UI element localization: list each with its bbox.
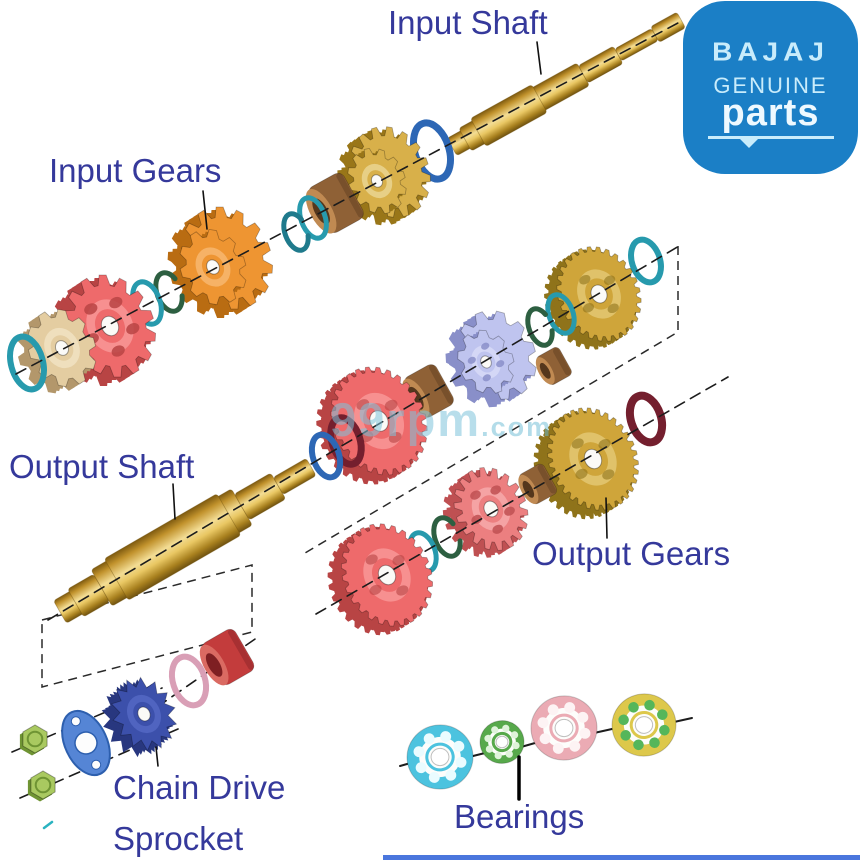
badge-genuine-text: GENUINE — [713, 73, 828, 99]
output-gear-brass-2 — [533, 407, 639, 520]
spacer-collar-red — [199, 628, 255, 686]
leader-input-gears — [202, 190, 208, 230]
input-gear-beige — [17, 308, 97, 394]
small-bushing — [535, 347, 572, 385]
leader-output-shaft — [172, 483, 176, 520]
leader-output-gears — [605, 497, 608, 539]
badge-parts-text: parts — [721, 92, 820, 135]
bearing-yellow — [611, 693, 677, 757]
bearing-cyan — [406, 724, 474, 790]
o-ring-blue — [308, 431, 344, 481]
output-gear-red-2 — [327, 523, 434, 636]
o-ring-teal — [628, 236, 664, 286]
lock-washer-teal — [545, 292, 577, 336]
watermark: 99rpm.com — [330, 392, 552, 447]
output-gear-red-1 — [316, 366, 428, 485]
circlip-teal — [281, 211, 311, 253]
seal-ring-maroon — [625, 391, 667, 447]
centerline-output-gears — [315, 376, 729, 615]
label-input-shaft: Input Shaft — [388, 4, 548, 41]
sprocket-retainer-plate — [61, 709, 111, 777]
output-dog-gear-salmon — [442, 467, 529, 558]
label-chain-drive-line2: Sprocket — [113, 820, 244, 858]
small-bushing — [518, 463, 558, 505]
bearing-axis-tick — [593, 728, 613, 734]
leader-input-shaft — [536, 41, 542, 75]
label-bearings: Bearings — [454, 798, 585, 835]
o-ring-pink — [168, 653, 210, 709]
bearing-axis-tick — [673, 717, 693, 723]
circlip-green — [525, 306, 555, 348]
circlip-green — [431, 515, 463, 559]
watermark-suffix: .com — [481, 412, 553, 442]
output-gear-brass-1 — [544, 246, 642, 350]
watermark-text: 99rpm — [330, 393, 482, 446]
label-output-gears: Output Gears — [532, 535, 731, 572]
sprocket-bolt — [27, 770, 56, 802]
output-slider-gear-lavender-front — [449, 329, 515, 399]
leader-chain-sprocket — [155, 746, 159, 767]
stray-tick — [42, 820, 54, 830]
bearing-pink — [530, 695, 598, 761]
label-input-gears: Input Gears — [49, 152, 222, 189]
input-gear-orange-pinion — [170, 228, 247, 312]
input-shaft — [447, 12, 685, 156]
label-chain-drive-line1: Chain Drive — [113, 769, 286, 806]
label-chain-drive-sprocket: Chain Drive Sprocket — [113, 762, 285, 860]
badge-underline — [707, 135, 834, 148]
thrust-washer-teal — [7, 333, 47, 393]
sprocket-bolt — [19, 724, 48, 756]
bajaj-genuine-parts-logo: BAJAJ GENUINE parts — [683, 1, 858, 174]
dashed-box-output-group — [304, 246, 679, 554]
bottom-blue-strip — [383, 855, 860, 860]
centerline-output-shaft — [47, 245, 680, 621]
chain-drive-sprocket — [101, 676, 178, 758]
bearing-green — [479, 720, 525, 764]
label-output-shaft: Output Shaft — [9, 448, 195, 485]
badge-brand-text: BAJAJ — [712, 37, 829, 67]
badge-chevron-icon — [739, 138, 758, 148]
